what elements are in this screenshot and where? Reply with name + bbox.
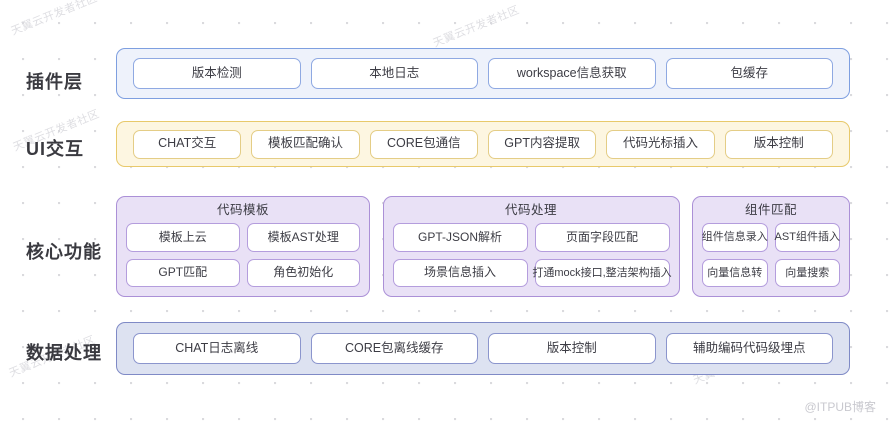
- core-item-scene-info-insert[interactable]: 场景信息插入: [392, 258, 528, 287]
- core-group-code-template: 代码模板 模板上云 模板AST处理 GPT匹配 角色初始化: [116, 196, 370, 297]
- plugin-item-local-log[interactable]: 本地日志: [310, 58, 478, 89]
- data-item-code-telemetry[interactable]: 辅助编码代码级埋点: [665, 333, 833, 364]
- ui-item-cursor-insert[interactable]: 代码光标插入: [606, 129, 715, 159]
- ui-item-template-match[interactable]: 模板匹配确认: [251, 129, 360, 159]
- core-item-mock-clean-arch[interactable]: 打通mock接口,整洁架构插入: [532, 258, 672, 287]
- ui-item-chat[interactable]: CHAT交互: [133, 129, 242, 159]
- core-item-component-entry[interactable]: 组件信息录入: [702, 223, 768, 252]
- data-processing-band: CHAT日志离线 CORE包离线缓存 版本控制 辅助编码代码级埋点: [116, 322, 850, 375]
- ui-item-version-control[interactable]: 版本控制: [724, 129, 833, 159]
- core-group-title-code-template: 代码模板: [216, 203, 269, 217]
- core-group-title-code-processing: 代码处理: [504, 203, 557, 217]
- plugin-item-package-cache[interactable]: 包缓存: [665, 58, 833, 89]
- source-watermark: @ITPUB博客: [804, 400, 876, 414]
- core-item-gpt-match[interactable]: GPT匹配: [126, 258, 240, 287]
- core-item-vector-transform[interactable]: 向量信息转: [702, 258, 768, 287]
- data-item-core-offline-cache[interactable]: CORE包离线缓存: [310, 333, 478, 364]
- core-item-ast-component-insert[interactable]: AST组件插入: [774, 223, 840, 252]
- core-item-template-upload[interactable]: 模板上云: [126, 223, 240, 252]
- core-functions-band: 代码模板 模板上云 模板AST处理 GPT匹配 角色初始化 代码处理 GPT-J…: [116, 196, 850, 297]
- core-item-page-field-match[interactable]: 页面字段匹配: [534, 223, 670, 252]
- row-label-ui-interaction: UI交互: [26, 139, 84, 159]
- core-item-gpt-json-parse[interactable]: GPT-JSON解析: [392, 223, 528, 252]
- ui-interaction-band: CHAT交互 模板匹配确认 CORE包通信 GPT内容提取 代码光标插入 版本控…: [116, 121, 850, 167]
- core-group-component-match: 组件匹配 组件信息录入 AST组件插入 向量信息转 向量搜索: [692, 196, 850, 297]
- plugin-item-version-detect[interactable]: 版本检测: [133, 58, 301, 89]
- ui-item-gpt-extract[interactable]: GPT内容提取: [487, 129, 597, 159]
- data-item-version-control[interactable]: 版本控制: [488, 333, 656, 364]
- core-item-vector-search[interactable]: 向量搜索: [774, 258, 840, 287]
- core-group-title-component-match: 组件匹配: [744, 203, 797, 217]
- row-label-core-functions: 核心功能: [26, 242, 102, 262]
- row-label-plugin-layer: 插件层: [26, 72, 83, 92]
- core-item-template-ast[interactable]: 模板AST处理: [246, 223, 360, 252]
- data-item-chat-log-offline[interactable]: CHAT日志离线: [133, 333, 301, 364]
- watermark: 天翼云开发者社区: [9, 0, 100, 38]
- row-label-data-processing: 数据处理: [26, 343, 102, 363]
- watermark: 天翼云开发者社区: [431, 4, 522, 50]
- plugin-layer-band: 版本检测 本地日志 workspace信息获取 包缓存: [116, 48, 850, 99]
- core-item-role-init[interactable]: 角色初始化: [246, 258, 360, 287]
- core-group-code-processing: 代码处理 GPT-JSON解析 页面字段匹配 场景信息插入 打通mock接口,整…: [382, 196, 680, 297]
- plugin-item-workspace-info[interactable]: workspace信息获取: [488, 58, 656, 89]
- ui-item-core-comm[interactable]: CORE包通信: [369, 129, 478, 159]
